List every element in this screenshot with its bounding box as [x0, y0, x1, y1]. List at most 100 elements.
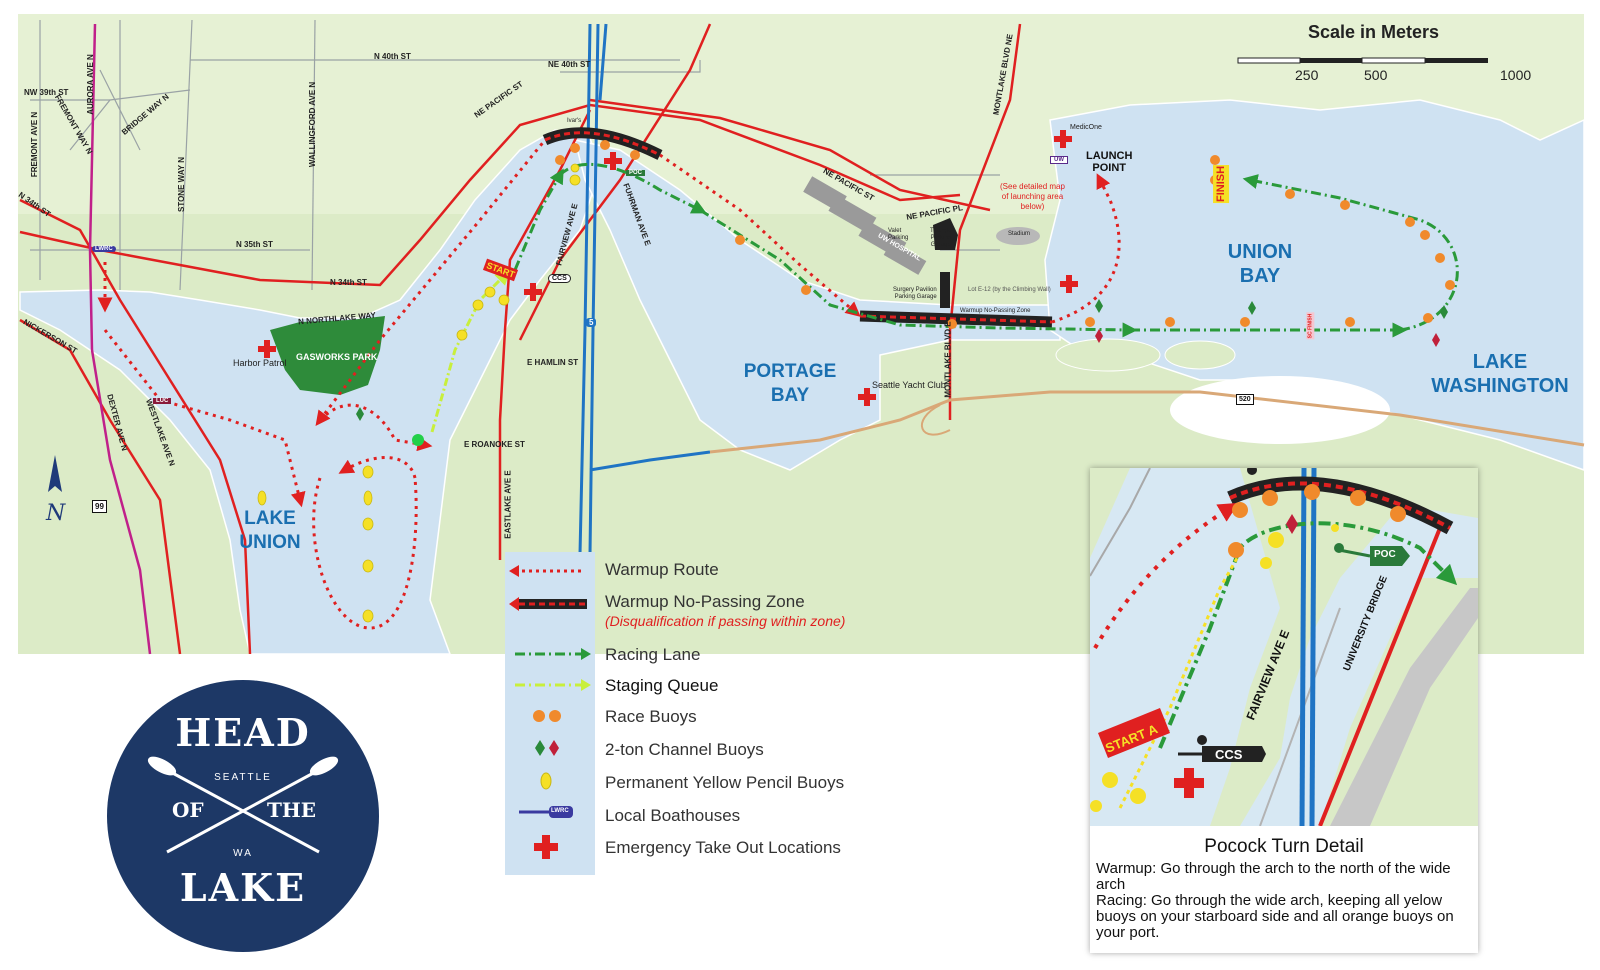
legend-symbol-race-buoys — [533, 710, 561, 722]
island — [1170, 376, 1390, 444]
pocock-turn-inset: START A CCS POC FAIRVIEW AVE E UNIVERSIT… — [1090, 468, 1478, 953]
legend-sub-no-passing: (Disqualification if passing within zone… — [605, 613, 846, 629]
legend-lwrc-badge: LWRC — [551, 808, 569, 814]
stadium-shape — [996, 227, 1040, 245]
warmup-route — [97, 139, 1121, 630]
street-label: N 40th ST — [374, 52, 411, 61]
pocock-detail-map — [1090, 468, 1478, 826]
detailed-map-note: (See detailed map of launching area belo… — [1000, 182, 1065, 211]
medicone-label: MedicOne — [1070, 124, 1102, 131]
sc-finish-marker: SC FINISH — [1306, 312, 1315, 340]
legend-label-emergency: Emergency Take Out Locations — [605, 838, 841, 857]
logo-city-text: SEATTLE — [214, 772, 272, 783]
legend-symbol-racing-lane — [515, 648, 591, 660]
head-of-the-lake-logo: HEAD OF THE LAKE SEATTLE WA — [107, 680, 379, 952]
inset-warmup-label: Warmup: — [1096, 860, 1157, 877]
street-grid — [30, 19, 1000, 291]
i5-shield: 5 — [586, 318, 597, 327]
label-portage-bay: PORTAGE BAY — [743, 361, 837, 406]
legend-label-no-passing: Warmup No-Passing Zone — [605, 592, 805, 611]
emergency-markers-map — [258, 130, 1078, 406]
legend-label-boathouse: Local Boathouses — [605, 806, 741, 825]
street-label: FREMONT AVE N — [30, 111, 40, 178]
scale-bar — [1237, 57, 1488, 64]
inset-warmup-text: Go through the arch to the north of the … — [1096, 860, 1451, 893]
portage-bay-water — [573, 139, 1061, 471]
legend-symbol-emergency — [534, 835, 558, 859]
legend-symbol-warmup-route — [509, 565, 585, 577]
lwrc-boathouse-tag: LWRC — [92, 246, 116, 252]
inset-title: Pocock Turn Detail — [1204, 836, 1364, 857]
logo-of-text: OF — [172, 798, 204, 822]
stadium-label: Stadium — [1008, 231, 1031, 237]
ivars-label: Ivar's — [567, 118, 582, 124]
scale-tick-1000: 1000 — [1500, 67, 1532, 83]
valet-parking-label: Valet Parking — [888, 228, 909, 241]
green-buoy — [412, 434, 424, 446]
legend-symbol-no-passing — [509, 597, 587, 611]
legend-label-channel-buoys: 2-ton Channel Buoys — [605, 740, 764, 759]
island — [1055, 338, 1161, 372]
logo-the-text: THE — [267, 798, 317, 822]
north-arrow-icon — [48, 455, 62, 492]
gasworks-park-label: GASWORKS PARK — [296, 352, 378, 362]
inset-racing-instruction: Racing: Go through the wide arch, keepin… — [1096, 893, 1476, 941]
street-label: N 35th ST — [236, 240, 273, 249]
triangle-garage — [933, 218, 958, 250]
gasworks-park — [270, 316, 385, 395]
legend-label-warmup-route: Warmup Route — [605, 560, 719, 579]
inset-racing-label: Racing: — [1096, 892, 1147, 909]
legend-label-staging-queue: Staging Queue — [605, 676, 719, 695]
legend-symbol-pencil-buoys — [540, 772, 552, 790]
street-label: STONE WAY N — [176, 157, 186, 212]
label-lake-union: LAKE UNION — [239, 508, 301, 553]
harbor-patrol-label: Harbor Patrol — [233, 358, 287, 368]
aurora-road — [88, 23, 152, 655]
legend-symbol-boathouse — [519, 806, 573, 818]
inset-racing-text: Go through the wide arch, keeping all ye… — [1096, 892, 1454, 941]
street-label: E ROANOKE ST — [464, 440, 525, 449]
poc-boathouse-tag: POC — [626, 170, 646, 176]
sr520-shield: 520 — [1236, 394, 1254, 405]
legend-label-pencil-buoys: Permanent Yellow Pencil Buoys — [605, 773, 845, 792]
logo-head-text: HEAD — [175, 710, 311, 755]
sr520-highway — [709, 390, 1585, 454]
triangle-parking-label: Triangle Parking Garage — [930, 228, 952, 248]
scale-tick-250: 250 — [1295, 67, 1319, 83]
luc-boathouse-tag: LUC — [153, 398, 172, 404]
legend-symbol-staging-queue — [515, 679, 591, 691]
sr99-shield: 99 — [92, 500, 107, 513]
no-passing-zone-label: Warmup No-Passing Zone — [960, 308, 1031, 314]
street-label: EASTLAKE AVE E — [503, 470, 513, 539]
street-label: N 34th ST — [330, 278, 367, 287]
street-label: MONTLAKE BLVD E — [943, 321, 953, 398]
sr520-ramp — [920, 404, 951, 436]
label-union-bay: UNION BAY — [1227, 241, 1293, 287]
svg-text:N: N — [45, 501, 66, 526]
staging-queue-route — [430, 269, 511, 433]
launch-point-label: LAUNCH POINT — [1086, 150, 1133, 174]
street-label: NE 40th ST — [548, 60, 591, 69]
scale-tick-500: 500 — [1364, 67, 1388, 83]
inset-ccs-tag: CCS — [1215, 747, 1243, 762]
legend-label-racing-lane: Racing Lane — [605, 645, 701, 664]
street-label: WALLINGFORD AVE N — [308, 81, 318, 168]
union-bay-water — [1044, 99, 1585, 472]
ccs-boathouse-tag: CCS — [548, 274, 571, 283]
uw-boathouse-tag: UW — [1050, 156, 1068, 164]
label-lake-washington: LAKE WASHINGTON — [1431, 351, 1569, 397]
street-label: NW 39th ST — [24, 88, 69, 97]
legend-symbols — [509, 565, 591, 859]
pencil-buoys-map — [257, 163, 581, 623]
island — [1164, 340, 1236, 370]
channel-buoys-map — [356, 299, 1448, 421]
logo-state-text: WA — [233, 848, 253, 859]
race-buoys-map — [555, 140, 1455, 329]
inset-warmup-instruction: Warmup: Go through the arch to the north… — [1096, 861, 1476, 893]
lot-e12-label: Lot E-12 (by the Climbing Wall) — [968, 287, 1051, 293]
street-label: AURORA AVE N — [85, 54, 95, 115]
i5-highway — [578, 23, 711, 555]
logo-lake-text: LAKE — [179, 865, 307, 910]
legend-symbol-channel-buoys — [535, 740, 559, 756]
